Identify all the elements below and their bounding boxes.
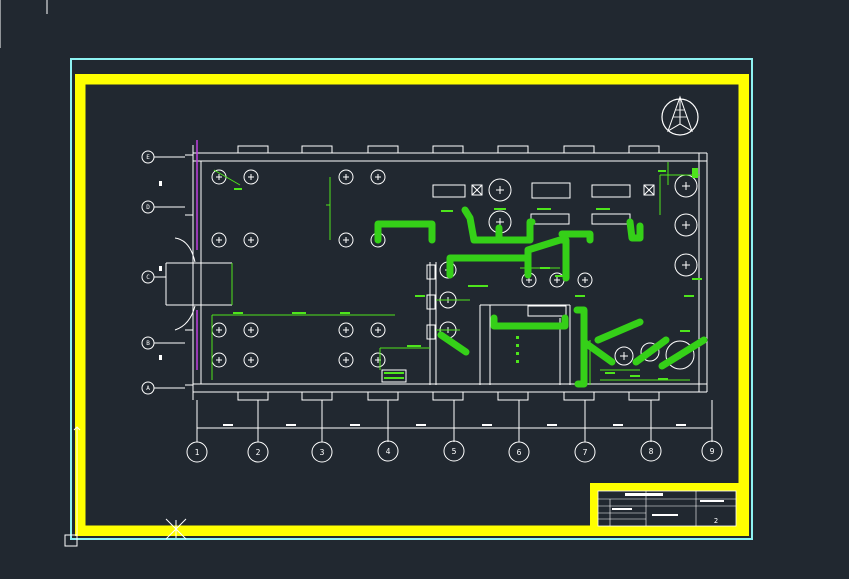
paper-border bbox=[70, 58, 753, 540]
annotation-labels bbox=[233, 168, 702, 380]
duct-runs bbox=[374, 206, 708, 388]
dimension-ticks bbox=[223, 424, 686, 426]
crosshair-cursor-icon bbox=[165, 518, 187, 540]
ucs-icon bbox=[64, 426, 81, 547]
grid-label-bottom: 2 bbox=[256, 448, 261, 457]
left-grid-axis bbox=[141, 150, 185, 395]
drawing-frame bbox=[75, 74, 749, 536]
grid-label-bottom: 7 bbox=[583, 448, 588, 457]
drawing-frame-inner bbox=[84, 83, 740, 527]
title-block[interactable]: 2 bbox=[590, 483, 744, 530]
annotation-lines bbox=[211, 162, 700, 385]
diffuser-symbols bbox=[211, 169, 698, 370]
left-grid-labels: E D C B A bbox=[146, 154, 150, 392]
bottom-grid-axis bbox=[186, 440, 723, 463]
left-wall-marks bbox=[159, 181, 162, 360]
grid-label-bottom: 6 bbox=[517, 448, 522, 457]
north-arrow-icon bbox=[661, 95, 699, 136]
grid-label-left: E bbox=[146, 154, 150, 161]
grid-label-bottom: 1 bbox=[195, 448, 200, 457]
grid-label-bottom: 4 bbox=[386, 447, 391, 456]
grid-label-bottom: 9 bbox=[710, 447, 715, 456]
grid-label-left: D bbox=[146, 204, 150, 211]
grid-label-bottom: 8 bbox=[649, 447, 654, 456]
building-plan bbox=[165, 145, 708, 401]
sheet-number: 2 bbox=[714, 517, 718, 525]
grid-label-bottom: 3 bbox=[320, 448, 325, 457]
grid-label-left: C bbox=[146, 274, 150, 281]
bottom-grid-labels: 1 2 3 4 5 6 7 8 9 bbox=[195, 447, 715, 457]
grid-label-bottom: 5 bbox=[452, 447, 457, 456]
dimension-line bbox=[196, 400, 713, 442]
grid-label-left: A bbox=[146, 385, 150, 392]
grid-label-left: B bbox=[146, 340, 150, 347]
